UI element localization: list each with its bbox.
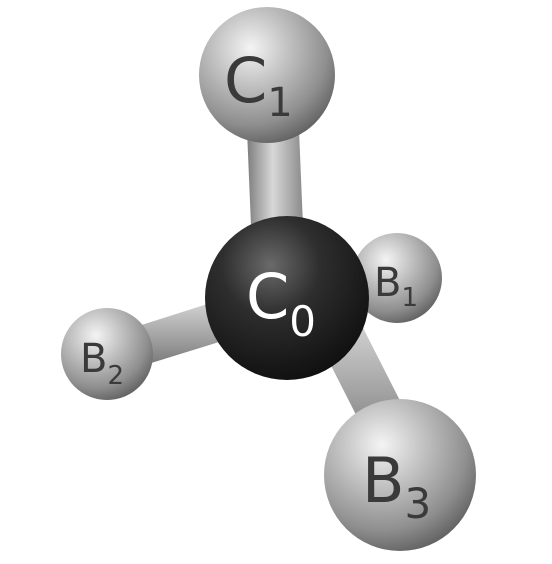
atom-c0: C0 <box>205 216 369 380</box>
atom-c0-sphere <box>205 216 369 380</box>
atom-c1-subscript: 1 <box>267 80 292 126</box>
atom-c1: C1 <box>199 7 335 143</box>
svg-text:B3: B3 <box>362 444 431 528</box>
atom-b3-sphere <box>324 399 476 551</box>
svg-text:C0: C0 <box>246 260 316 346</box>
atom-b3-subscript: 3 <box>405 479 432 528</box>
atom-b2-subscript: 2 <box>107 361 124 391</box>
atom-b3: B3 <box>324 399 476 551</box>
svg-text:B2: B2 <box>80 336 124 391</box>
svg-text:B1: B1 <box>374 260 418 313</box>
atom-c0-subscript: 0 <box>289 297 316 346</box>
atom-b1-subscript: 1 <box>401 283 418 313</box>
atom-b1-sphere <box>352 233 442 323</box>
atom-c1-sphere <box>199 7 335 143</box>
atom-b2-sphere <box>61 308 153 400</box>
atom-b2: B2 <box>61 308 153 400</box>
atom-b2-letter: B <box>80 336 107 382</box>
svg-text:C1: C1 <box>224 44 293 126</box>
atom-b1-letter: B <box>374 260 401 306</box>
atom-c0-letter: C <box>246 260 289 333</box>
atom-b1: B1 <box>352 233 442 323</box>
atom-b3-letter: B <box>362 444 405 517</box>
atom-c1-letter: C <box>224 44 267 117</box>
